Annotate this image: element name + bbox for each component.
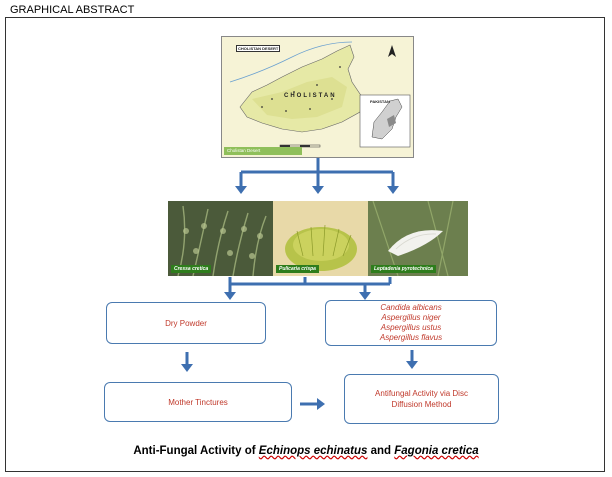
map-graphic <box>222 37 413 157</box>
map-inset-title: CHOLISTAN DESERT <box>236 45 281 52</box>
abstract-title: Anti-Fungal Activity of Echinops echinat… <box>0 445 612 457</box>
mother-tinctures-box: Mother Tinctures <box>104 382 292 422</box>
pulicaria-crispa-image <box>273 201 368 276</box>
title-species-1: Echinops echinatus <box>258 445 368 457</box>
photo-leptadenia-pyrotechnica: Leptadenia pyrotechnica <box>368 201 468 276</box>
fungus-1: Candida albicans <box>380 303 442 312</box>
plant-caption-2: Pulicaria crispa <box>276 265 319 273</box>
graphical-abstract-header: GRAPHICAL ABSTRACT <box>10 4 135 16</box>
plant-caption-3: Leptadenia pyrotechnica <box>371 265 436 273</box>
plant-caption-1: Cressa cretica <box>171 265 212 273</box>
cressa-cretica-image <box>168 201 273 276</box>
dry-powder-label: Dry Powder <box>165 318 207 328</box>
antifungal-activity-box: Antifungal Activity via Disc Diffusion M… <box>344 374 499 424</box>
dry-powder-box: Dry Powder <box>106 302 266 344</box>
leptadenia-pyrotechnica-image <box>368 201 468 276</box>
map-region-label: CHOLISTAN <box>284 93 337 99</box>
map-caption: Cholistan Desert <box>224 147 302 155</box>
abstract-frame <box>5 17 605 472</box>
fungi-list-box: Candida albicans Aspergillus niger Asper… <box>325 300 497 346</box>
photo-pulicaria-crispa: Pulicaria crispa <box>273 201 368 276</box>
photo-cressa-cretica: Cressa cretica <box>168 201 273 276</box>
cholistan-map: CHOLISTAN DESERT CHOLISTAN PAKISTAN Chol… <box>221 36 414 158</box>
title-prefix: Anti-Fungal Activity of <box>133 445 259 457</box>
fungus-2: Aspergillus niger <box>381 313 441 322</box>
fungus-4: Aspergillus flavus <box>379 333 443 342</box>
mother-tinctures-label: Mother Tinctures <box>168 397 228 407</box>
map-country-label: PAKISTAN <box>370 99 390 104</box>
title-middle: and <box>367 445 395 457</box>
fungus-3: Aspergillus ustus <box>380 323 442 332</box>
title-species-2: Fagonia cretica <box>394 445 479 457</box>
antifungal-activity-label: Antifungal Activity via Disc Diffusion M… <box>375 389 468 409</box>
